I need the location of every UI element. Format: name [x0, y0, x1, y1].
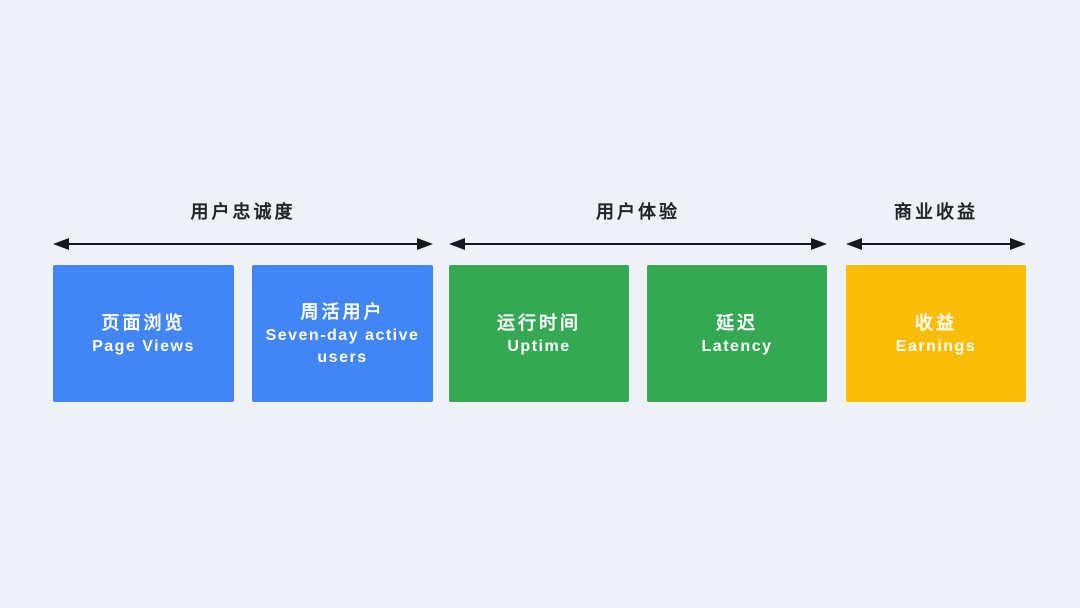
arrow-right-head-icon: [811, 238, 827, 250]
metric-title: 延迟: [716, 312, 758, 333]
group-user-experience: 用户体验 运行时间 Uptime 延迟 Latency: [449, 198, 827, 402]
group-user-loyalty: 用户忠诚度 页面浏览 Page Views 周活用户 Seven-day act…: [53, 198, 433, 402]
metric-box-uptime: 运行时间 Uptime: [449, 265, 629, 402]
arrow-shaft: [857, 242, 1015, 246]
metric-subtitle: Uptime: [507, 337, 571, 355]
group-label-user-experience: 用户体验: [596, 202, 680, 222]
metric-subtitle: Latency: [701, 337, 773, 355]
arrow-right-head-icon: [417, 238, 433, 250]
metric-boxes-row: 运行时间 Uptime 延迟 Latency: [449, 265, 827, 402]
arrow-shaft: [460, 242, 816, 246]
metric-box-latency: 延迟 Latency: [647, 265, 827, 402]
double-headed-arrow: [449, 237, 827, 251]
arrow-right-head-icon: [1010, 238, 1026, 250]
double-headed-arrow: [846, 237, 1026, 251]
group-label-business-revenue: 商业收益: [894, 202, 978, 222]
arrow-left-head-icon: [449, 238, 465, 250]
metric-boxes-row: 收益 Earnings: [846, 265, 1026, 402]
group-business-revenue: 商业收益 收益 Earnings: [846, 198, 1026, 402]
metric-box-page-views: 页面浏览 Page Views: [53, 265, 234, 402]
metric-boxes-row: 页面浏览 Page Views 周活用户 Seven-day active us…: [53, 265, 433, 402]
metric-subtitle: Earnings: [895, 337, 977, 355]
metric-title: 运行时间: [497, 312, 581, 333]
arrow-left-head-icon: [846, 238, 862, 250]
metric-title: 收益: [915, 312, 957, 333]
metric-box-earnings: 收益 Earnings: [846, 265, 1026, 402]
metric-title: 周活用户: [300, 301, 385, 322]
metric-subtitle: Page Views: [92, 337, 195, 355]
metric-title: 页面浏览: [101, 312, 186, 333]
arrow-shaft: [64, 242, 422, 246]
double-headed-arrow: [53, 237, 433, 251]
group-label-user-loyalty: 用户忠诚度: [190, 202, 296, 222]
metric-box-seven-day-active-users: 周活用户 Seven-day active users: [252, 265, 433, 402]
arrow-left-head-icon: [53, 238, 69, 250]
metric-subtitle: Seven-day active users: [265, 326, 420, 366]
